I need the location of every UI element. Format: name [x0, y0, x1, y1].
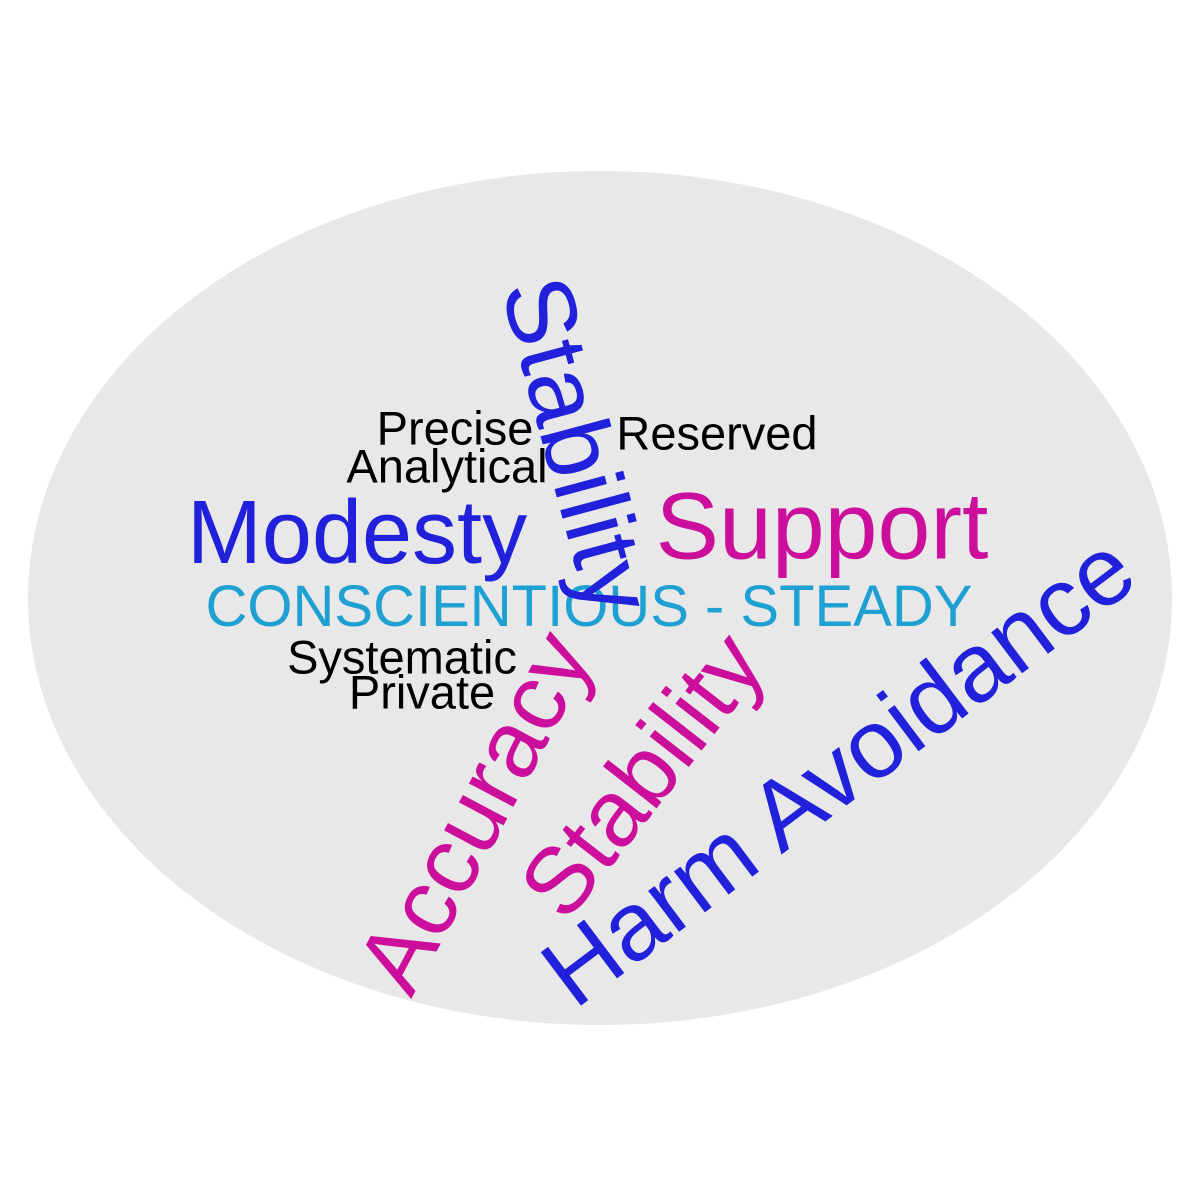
word-precise: Precise	[376, 401, 534, 455]
word-conscientious-steady: CONSCIENTIOUS - STEADY	[205, 574, 973, 639]
word-systematic: Systematic	[287, 630, 517, 684]
word-modesty: Modesty	[186, 483, 528, 583]
word-private: Private	[348, 665, 496, 719]
word-support: Support	[655, 473, 989, 580]
word-reserved: Reserved	[616, 406, 818, 460]
ellipse-background	[28, 171, 1172, 1025]
word-analytical: Analytical	[346, 439, 548, 493]
